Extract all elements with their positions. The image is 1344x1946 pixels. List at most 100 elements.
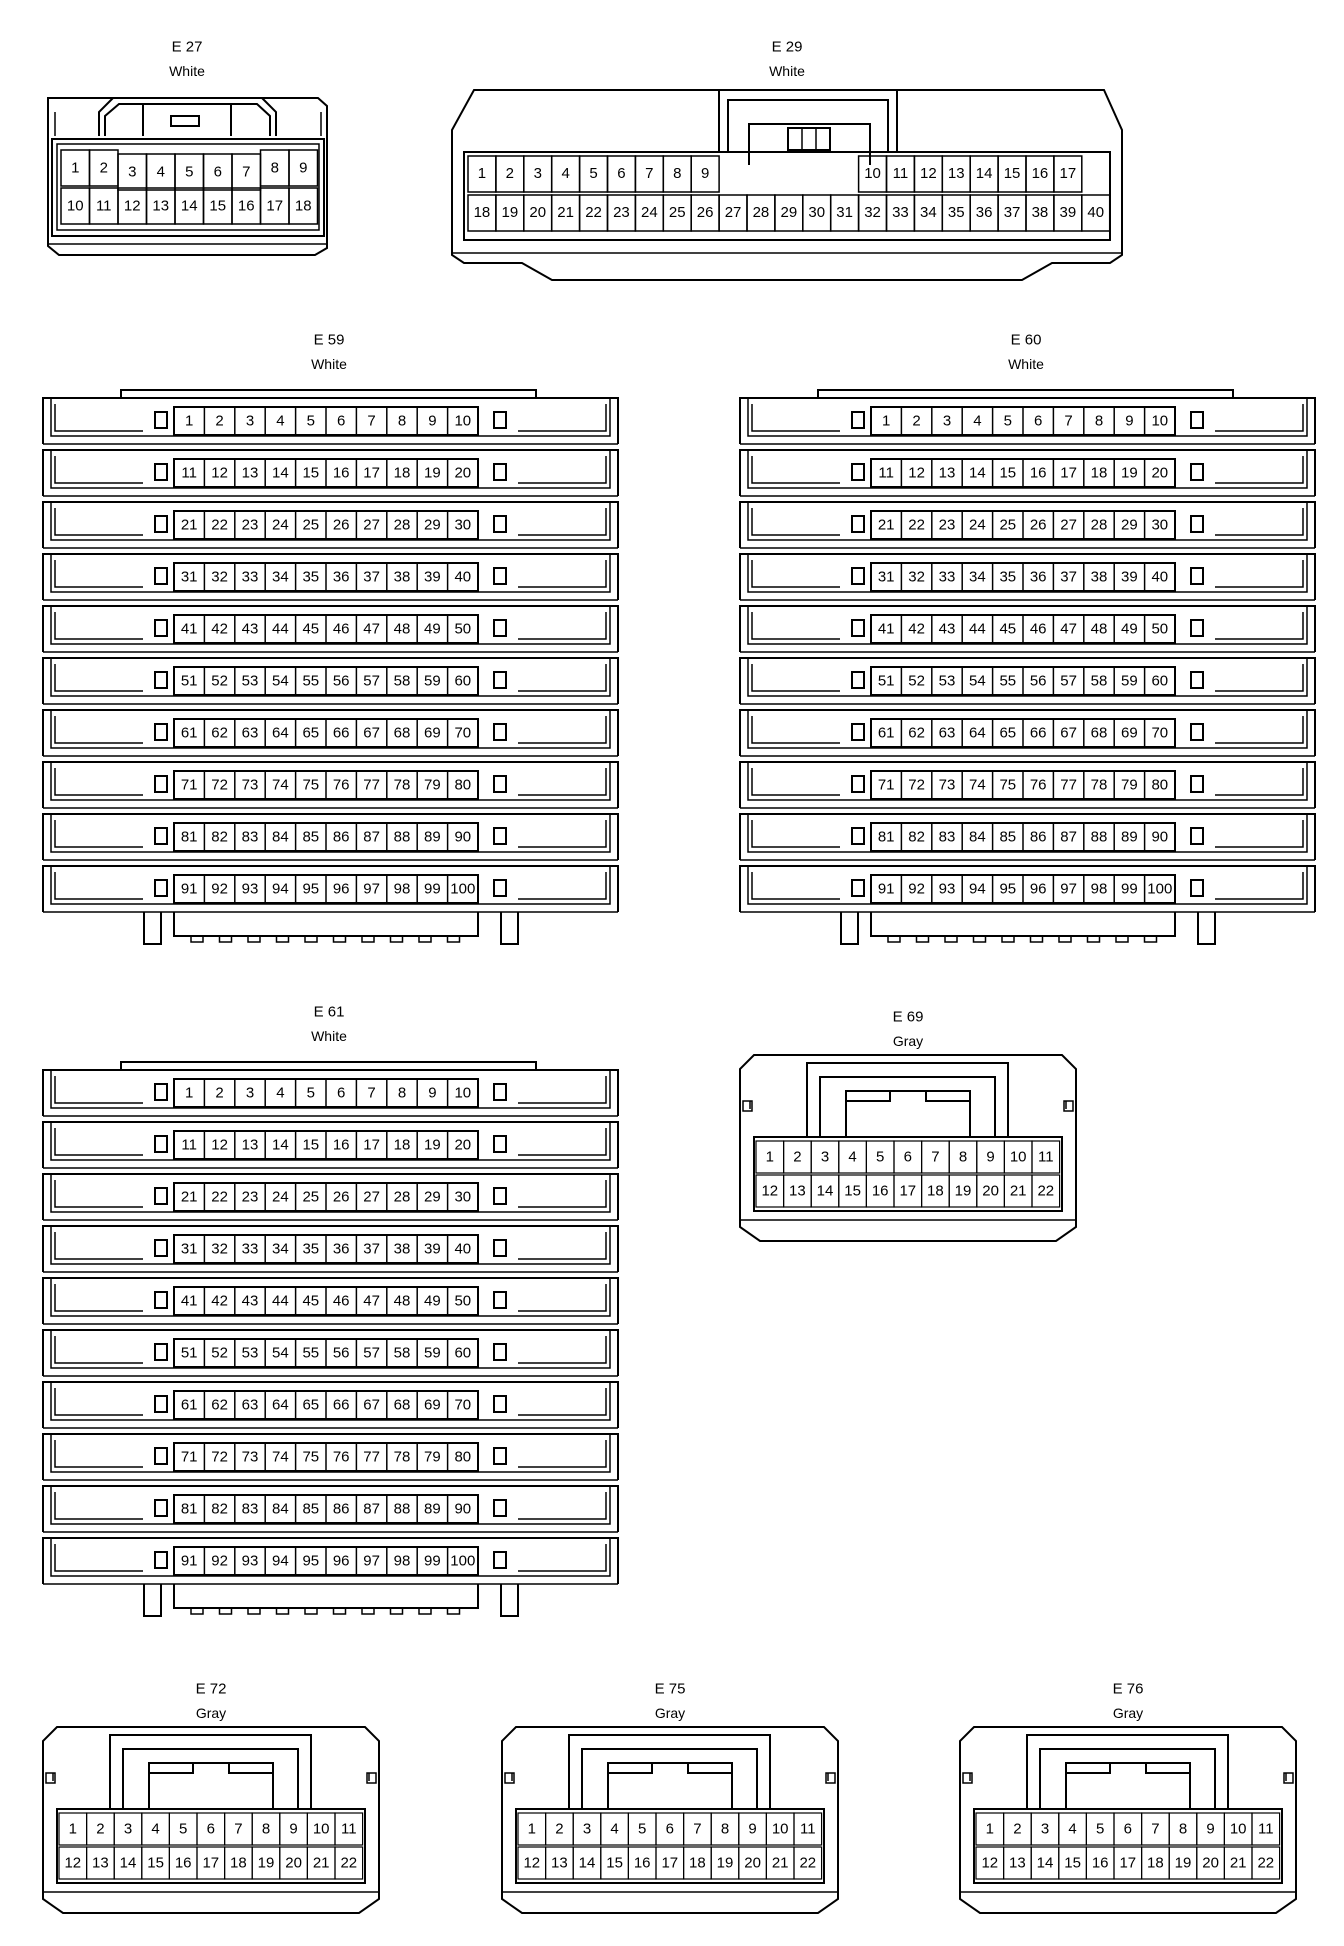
pin-number: 6 [337,413,345,430]
pin-number: 75 [302,777,319,794]
pin-number: 15 [999,465,1016,482]
pin-number: 88 [1091,829,1108,846]
pin-number: 57 [1060,673,1077,690]
pin-cell [1081,194,1111,232]
pin-number: 42 [908,621,925,638]
pin-number: 15 [1064,1855,1081,1872]
pin-number: 11 [893,165,909,182]
connector-code: E 27 [172,39,203,56]
latch-square [154,1395,168,1413]
latch-tab [787,127,831,151]
pin-number: 95 [999,881,1016,898]
pin-number: 43 [242,621,259,638]
pin-number: 13 [242,1137,259,1154]
pin-number: 91 [181,881,198,898]
pin-number: 19 [1121,465,1138,482]
pin-number: 8 [721,1821,729,1838]
pin-number: 3 [1041,1821,1049,1838]
pin-number: 34 [272,569,289,586]
base-foot [500,912,519,945]
latch-square [154,463,168,481]
pin-number: 55 [999,673,1016,690]
pin-number: 62 [211,725,228,742]
connector-color: Gray [196,1705,226,1721]
pin-number: 20 [744,1855,761,1872]
pin-number: 14 [272,1137,289,1154]
pin-number: 13 [789,1183,806,1200]
pin-cell [1031,1140,1061,1174]
pin-number: 3 [943,413,951,430]
pin-number: 23 [242,1189,259,1206]
latch-square [1190,671,1204,689]
latch-square [851,775,865,793]
connector-housing [501,1726,839,1914]
connector-code: E 59 [314,332,345,349]
pin-number: 18 [927,1183,944,1200]
pin-number: 12 [761,1183,778,1200]
latch-square [493,1395,507,1413]
pin-number: 16 [872,1183,889,1200]
pin-number: 5 [876,1149,884,1166]
pin-number: 10 [1230,1821,1247,1838]
pin-number: 99 [424,1553,441,1570]
pin-number: 11 [1038,1149,1054,1166]
pin-number: 4 [1068,1821,1076,1838]
pin-number: 100 [1147,881,1172,898]
pin-number: 41 [878,621,895,638]
pin-number: 51 [878,673,895,690]
pin-number: 26 [697,204,714,221]
pin-number: 17 [202,1855,219,1872]
pin-number: 11 [341,1821,357,1838]
row-housing [739,657,1316,704]
pin-number: 22 [211,517,228,534]
pin-number: 34 [272,1241,289,1258]
latch-square [154,567,168,585]
pin-number: 40 [1087,204,1104,221]
pin-number: 52 [211,1345,228,1362]
pin-number: 54 [272,1345,289,1362]
pin-number: 28 [394,517,411,534]
pin-number: 1 [766,1149,774,1166]
pin-number: 2 [96,1821,104,1838]
pin-number: 15 [302,1137,319,1154]
pin-number: 31 [181,569,198,586]
pin-number: 71 [181,1449,198,1466]
pin-number: 6 [1124,1821,1132,1838]
pin-number: 7 [1064,413,1072,430]
row-housing [739,761,1316,808]
latch-square [851,723,865,741]
latch-tab [608,1762,732,1774]
latch-tab [1066,1762,1190,1774]
pin-number: 92 [908,881,925,898]
pin-number: 40 [454,569,471,586]
pin-number: 7 [645,165,653,182]
pin-number: 1 [528,1821,536,1838]
pin-number: 55 [302,673,319,690]
pin-number: 12 [908,465,925,482]
pin-number: 14 [120,1855,137,1872]
pin-number: 50 [454,1293,471,1310]
pin-number: 82 [211,1501,228,1518]
pin-number: 18 [474,204,491,221]
pin-number: 67 [363,725,380,742]
pin-number: 73 [939,777,956,794]
row-housing [42,657,619,704]
pin-number: 28 [394,1189,411,1206]
pin-number: 11 [878,465,894,482]
pin-number: 70 [1151,725,1168,742]
pin-number: 49 [424,621,441,638]
connector-code: E 76 [1113,1681,1144,1698]
pin-number: 12 [124,198,141,215]
pin-number: 4 [973,413,981,430]
pin-number: 40 [454,1241,471,1258]
pin-number: 20 [454,465,471,482]
pin-number: 14 [817,1183,834,1200]
row-housing [42,1277,619,1324]
pin-number: 38 [1091,569,1108,586]
pin-number: 15 [209,198,226,215]
pin-number: 25 [669,204,686,221]
pin-number: 95 [302,1553,319,1570]
